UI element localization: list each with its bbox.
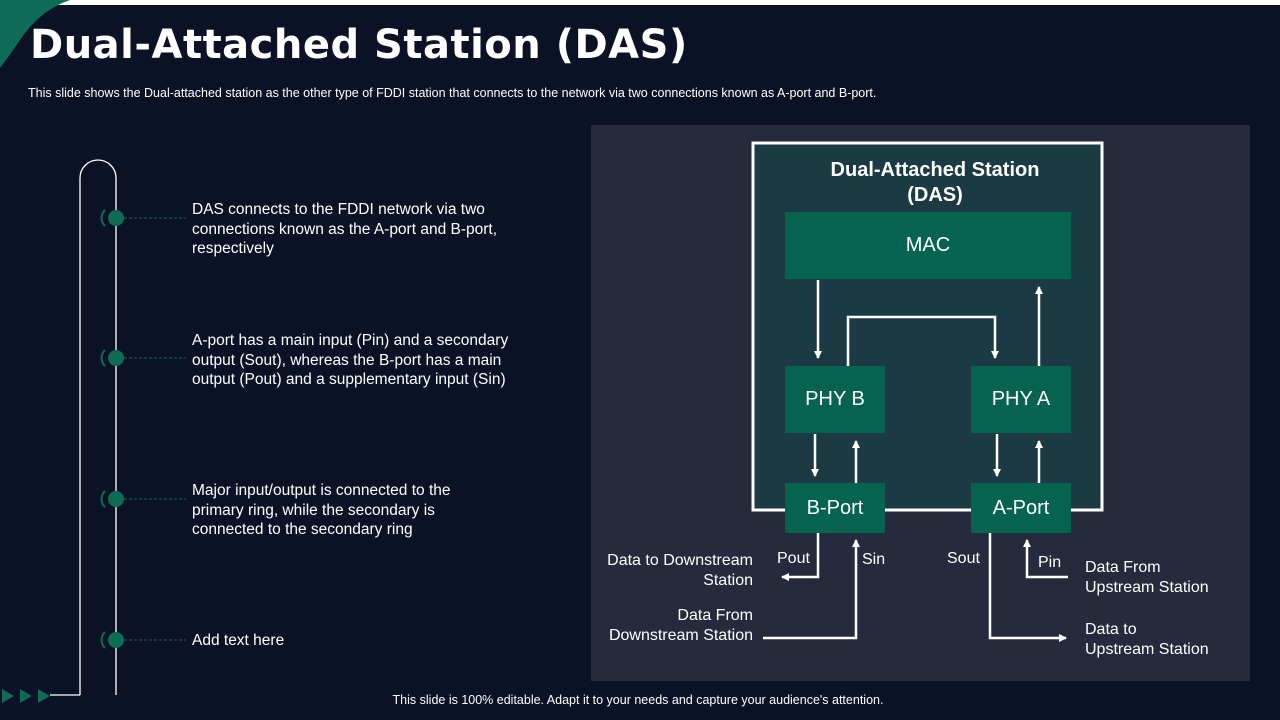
point-3-text: Major input/output is connected to the p…	[192, 482, 451, 538]
timeline-node-1	[100, 209, 186, 227]
footer-note: This slide is 100% editable. Adapt it to…	[392, 693, 884, 707]
arrow-sin	[763, 539, 860, 640]
point-2-text: A-port has a main input (Pin) and a seco…	[192, 332, 509, 388]
das-title: Dual-Attached Station (DAS)	[830, 159, 1040, 206]
page-subtitle: This slide shows the Dual-attached stati…	[28, 86, 877, 100]
arrow-sout	[988, 533, 1067, 642]
data-to-downstream-label: Data to Downstream Station	[607, 552, 753, 589]
sin-label: Sin	[862, 551, 886, 568]
b-port-box: B-Port	[785, 483, 885, 533]
top-border	[0, 0, 1280, 5]
point-4-text: Add text here	[192, 632, 285, 649]
pin-label: Pin	[1038, 554, 1062, 571]
play-arrows-icon	[2, 689, 50, 703]
phy-b-box: PHY B	[785, 366, 885, 433]
sout-label: Sout	[947, 550, 980, 567]
corner-leaf-decoration	[0, 0, 70, 68]
timeline-track	[79, 159, 117, 695]
timeline	[50, 159, 186, 696]
data-from-upstream-label: Data From Upstream Station	[1085, 559, 1209, 596]
pout-label: Pout	[777, 550, 810, 567]
arrow-pout	[781, 533, 820, 581]
page-title: Dual-Attached Station (DAS)	[30, 22, 688, 68]
timeline-node-3	[100, 490, 186, 508]
mac-box: MAC	[785, 212, 1071, 279]
station-outline	[751, 141, 1104, 512]
a-port-box: A-Port	[971, 483, 1071, 533]
timeline-node-4	[100, 631, 186, 649]
timeline-node-2	[100, 349, 186, 367]
phy-a-box: PHY A	[971, 366, 1071, 433]
arrow-pin	[1023, 539, 1068, 579]
point-1-text: DAS connects to the FDDI network via two…	[192, 201, 498, 257]
data-to-upstream-label: Data to Upstream Station	[1085, 621, 1209, 658]
arrow-phyb-to-phya	[846, 315, 999, 366]
data-from-downstream-label: Data From Downstream Station	[608, 607, 753, 644]
